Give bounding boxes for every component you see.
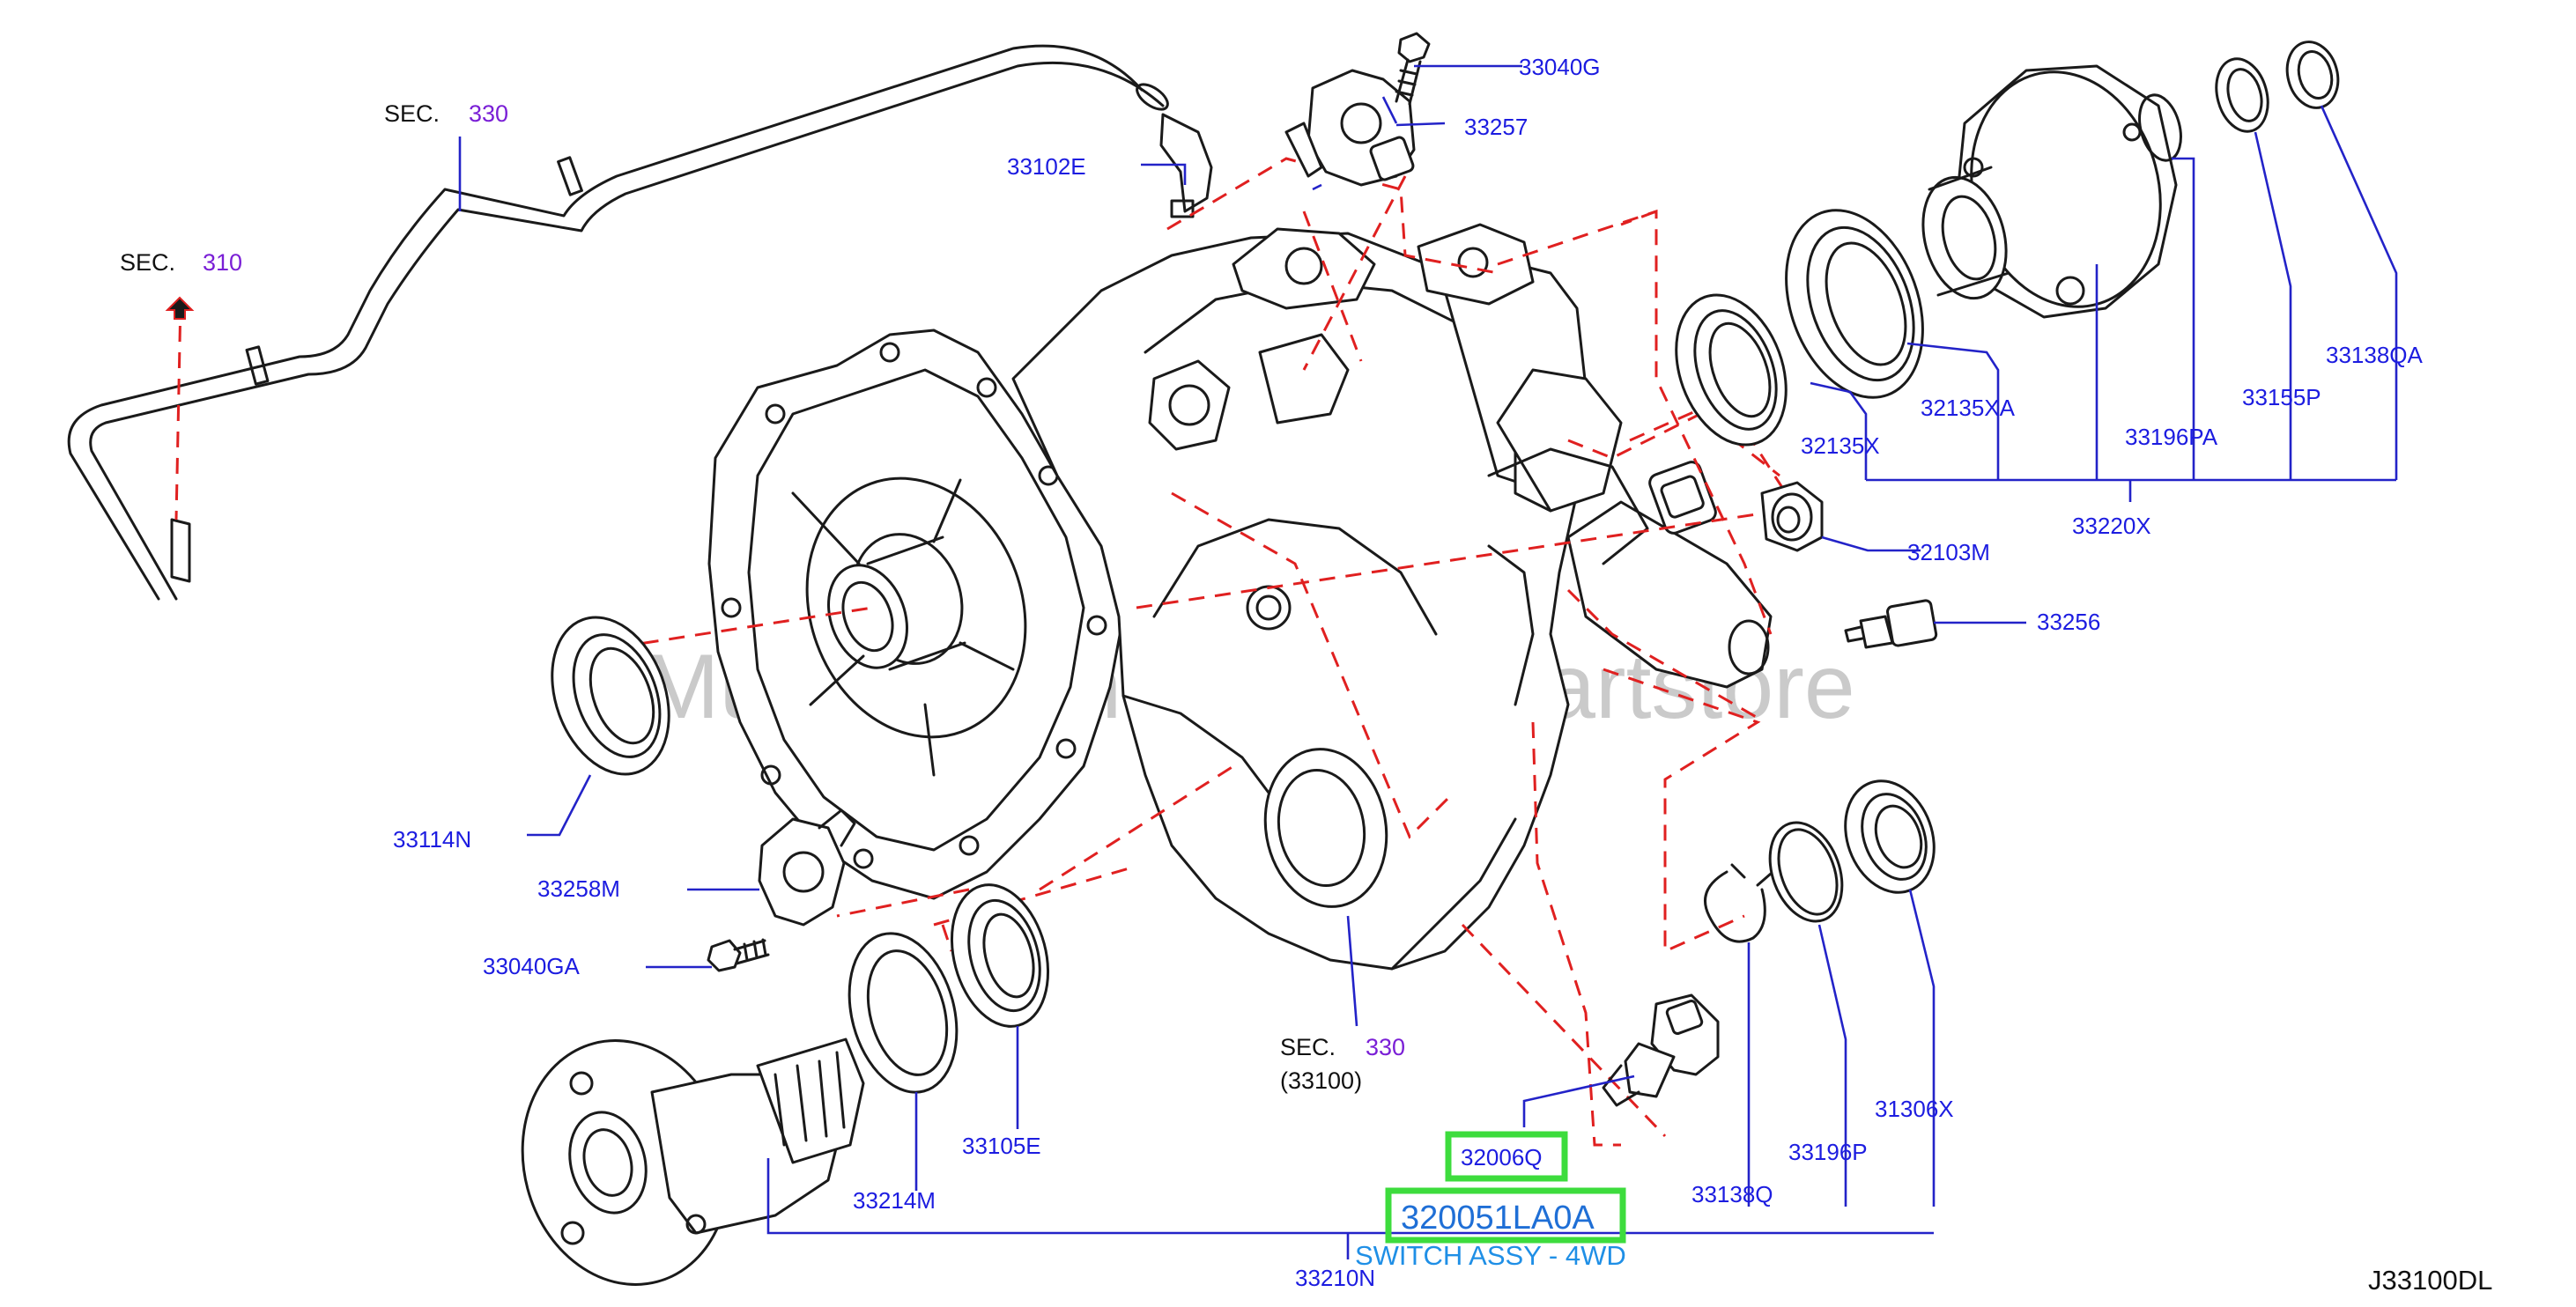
part-label-33196PA[interactable]: 33196PA: [2125, 424, 2218, 450]
switch-32006Q-drawing: [1602, 993, 1720, 1107]
bearing-33214M-drawing: [848, 932, 959, 1094]
sec-subnumber: (33100): [1280, 1067, 1362, 1094]
snap-ring-33138Q-drawing: [1704, 863, 1773, 943]
part-label-33196P[interactable]: 33196P: [1788, 1139, 1868, 1165]
oil-seal-32135X-drawing: [1675, 293, 1788, 447]
part-label-33138Q[interactable]: 33138Q: [1691, 1181, 1773, 1207]
sec-number: 330: [469, 100, 508, 127]
part-label-33114N[interactable]: 33114N: [393, 826, 471, 853]
part-label-33220X[interactable]: 33220X: [2072, 513, 2151, 539]
sec-number: 330: [1366, 1034, 1405, 1060]
section-reference-330-bottom[interactable]: SEC. 330 (33100): [1280, 1034, 1405, 1094]
highlight-box: [1385, 1187, 1626, 1244]
sec-word: SEC.: [384, 100, 440, 127]
part-label-33040G[interactable]: 33040G: [1519, 54, 1601, 80]
highlight-320051LA0A[interactable]: 320051LA0A: [1385, 1187, 1626, 1244]
part-label-31306X[interactable]: 31306X: [1875, 1096, 1954, 1122]
part-labels: 33040G 33257 33102E 32135XA 32135X 33196…: [393, 54, 2424, 1291]
breather-hose-drawing: [67, 44, 1169, 601]
o-ring-33196P-drawing: [1768, 821, 1844, 923]
sensor-33257-drawing: [1284, 69, 1416, 187]
part-label-33105E[interactable]: 33105E: [962, 1133, 1041, 1159]
part-description: SWITCH ASSY - 4WD: [1355, 1240, 1626, 1271]
flange-33210N-drawing: [521, 1037, 865, 1286]
section-reference-310[interactable]: SEC. 310: [120, 249, 242, 320]
bearing-32135XA-drawing: [1785, 209, 1924, 399]
sensor-33258M-drawing: [758, 809, 856, 927]
part-label-33040GA[interactable]: 33040GA: [483, 953, 581, 979]
part-label-320051LA0A: 320051LA0A: [1401, 1200, 1595, 1237]
up-arrow-icon: [165, 296, 195, 320]
part-label-33155P[interactable]: 33155P: [2242, 384, 2321, 410]
bolt-33040G-drawing: [1395, 32, 1431, 106]
o-rings-top-drawing: [2138, 41, 2340, 162]
part-label-33138QA[interactable]: 33138QA: [2326, 342, 2424, 368]
diagram-code: J33100DL: [2368, 1265, 2492, 1296]
bolt-33040GA-drawing: [707, 938, 770, 972]
part-label-32103M[interactable]: 32103M: [1907, 539, 1990, 565]
part-label-33257[interactable]: 33257: [1464, 114, 1528, 140]
leader-lines: [458, 64, 2398, 1259]
part-label-32135XA[interactable]: 32135XA: [1921, 395, 2016, 421]
part-label-32135X[interactable]: 32135X: [1801, 432, 1880, 459]
highlight-box: [1445, 1131, 1568, 1182]
part-label-33210N[interactable]: 33210N: [1295, 1265, 1375, 1291]
sensor-33256-drawing: [1844, 599, 1938, 649]
highlight-32006Q[interactable]: 32006Q: [1445, 1131, 1568, 1182]
bearing-31306X-drawing: [1844, 779, 1936, 894]
sec-word: SEC.: [120, 249, 175, 276]
part-label-33258M[interactable]: 33258M: [537, 875, 620, 902]
sec-word: SEC.: [1280, 1034, 1336, 1060]
flange-33220X-drawing: [1921, 64, 2178, 319]
sec-number: 310: [203, 249, 242, 276]
transfer-case-body-drawing: [707, 223, 1773, 971]
plug-32103M-drawing: [1760, 481, 1824, 552]
oil-seal-33105E-drawing: [950, 883, 1050, 1028]
part-label-33256[interactable]: 33256: [2037, 609, 2100, 635]
part-label-32006Q: 32006Q: [1461, 1144, 1543, 1170]
breather-fitting-drawing: [1159, 113, 1213, 218]
section-reference-330-top[interactable]: SEC. 330: [384, 100, 508, 127]
part-label-33214M[interactable]: 33214M: [853, 1187, 936, 1214]
oil-seal-33114N-drawing: [551, 616, 670, 776]
part-label-33102E[interactable]: 33102E: [1007, 153, 1086, 180]
